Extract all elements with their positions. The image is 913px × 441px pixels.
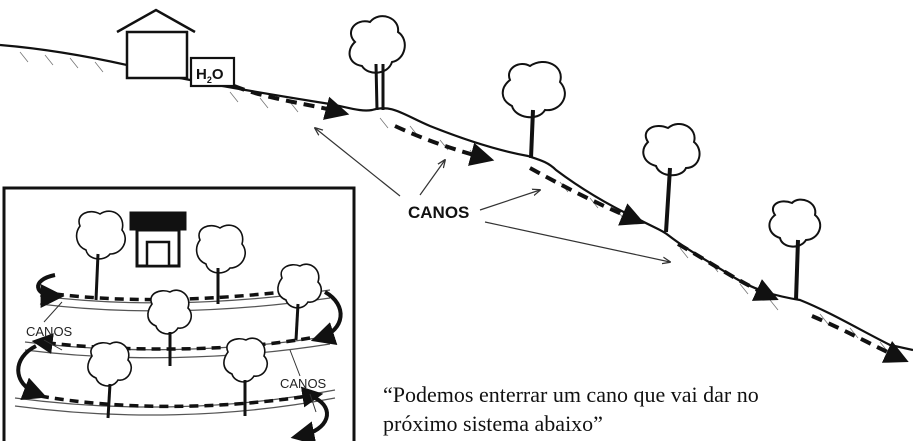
inset-tree (75, 210, 323, 419)
tree (348, 15, 406, 111)
caption: “Podemos enterrar um cano que vai dar no… (383, 380, 903, 438)
tree (501, 61, 566, 159)
house (116, 8, 196, 80)
water-tank: H2O (189, 56, 236, 88)
pipes-label: CANOS (408, 203, 469, 222)
inset-label-leaders (43, 301, 317, 413)
inset-pipes-label-left: CANOS (26, 324, 73, 339)
inset-pipe-connectors (16, 273, 343, 441)
inset-pipes-label-right: CANOS (280, 376, 327, 391)
tree (768, 198, 822, 301)
tree (642, 123, 701, 233)
caption-line-1: “Podemos enterrar um cano que vai dar no (383, 382, 759, 407)
label-leader-lines (315, 128, 670, 262)
caption-line-2: próximo sistema abaixo” (383, 411, 603, 436)
inset-panel: CANOS CANOS (2, 186, 356, 441)
buried-pipe (233, 84, 909, 363)
svg-text:H2O: H2O (196, 66, 224, 85)
inset-building (129, 211, 187, 268)
